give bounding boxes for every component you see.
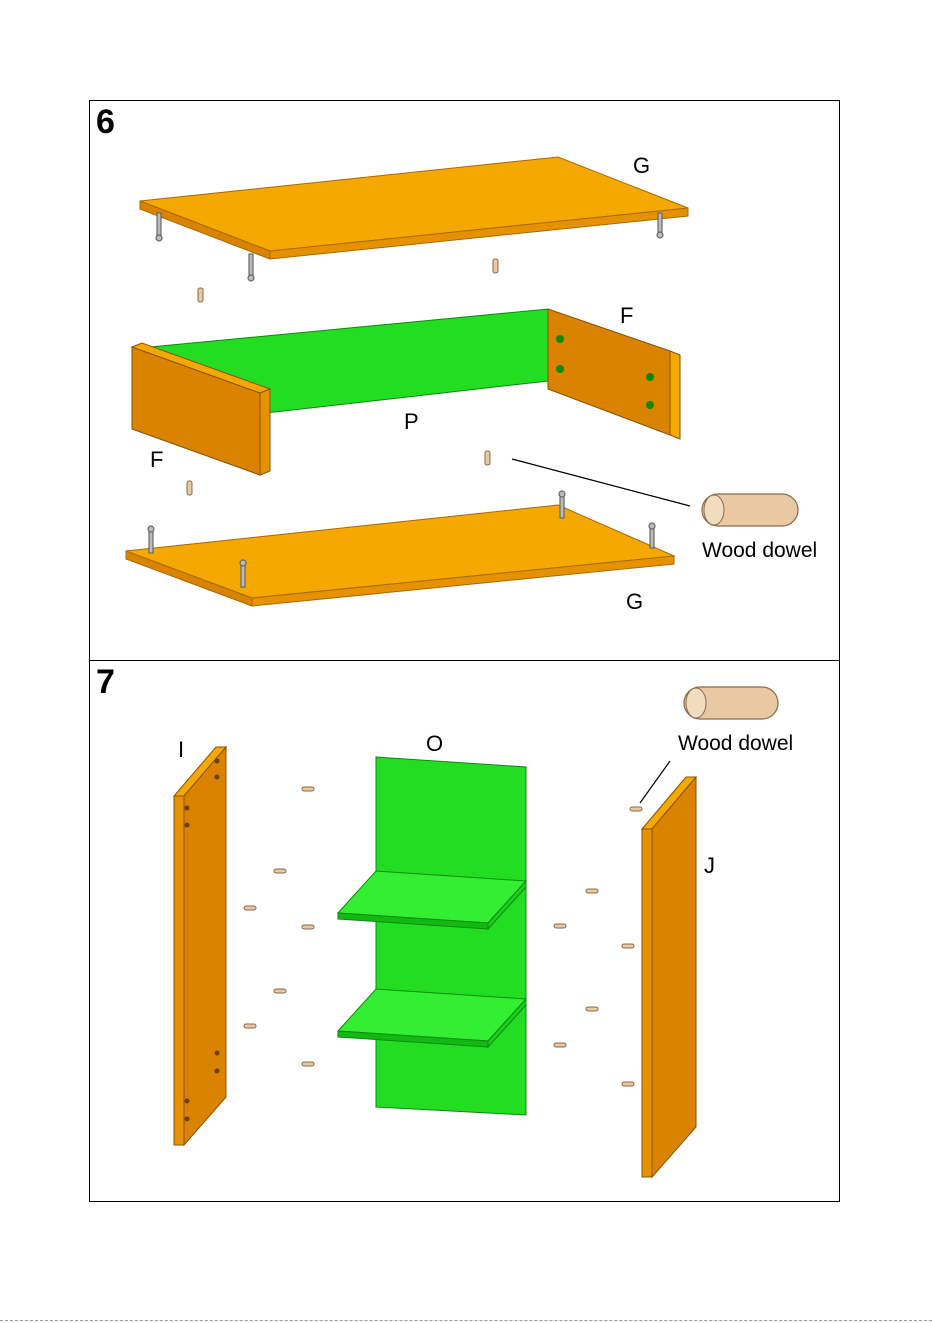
wood-dowel-icon xyxy=(702,494,798,526)
step-6-panel: 6 G P xyxy=(89,100,840,661)
label-g-top: G xyxy=(633,153,650,178)
right-side-f xyxy=(548,309,680,439)
label-f-left: F xyxy=(150,447,163,472)
center-panel-o xyxy=(338,757,526,1115)
bottom-panel-g xyxy=(126,491,674,606)
dowels-left xyxy=(244,787,314,1066)
label-o: O xyxy=(426,731,443,756)
right-panel-j xyxy=(642,777,696,1177)
label-f-right: F xyxy=(620,303,633,328)
wood-dowel-label: Wood dowel xyxy=(702,539,817,562)
step-6-diagram: G P F F xyxy=(90,101,841,662)
label-j: J xyxy=(704,853,715,878)
label-p: P xyxy=(404,409,419,434)
top-panel-g xyxy=(140,157,688,281)
dowels-right xyxy=(554,807,642,1086)
wood-dowel-label: Wood dowel xyxy=(678,732,793,755)
label-i: I xyxy=(178,737,184,762)
callout-line xyxy=(512,459,690,506)
callout-line xyxy=(640,761,670,803)
step-7-panel: 7 I xyxy=(89,660,840,1202)
step-7-diagram: I O xyxy=(90,661,841,1203)
wood-dowel-icon xyxy=(684,687,778,719)
page-edge-line xyxy=(0,1320,932,1321)
left-panel-i xyxy=(174,747,226,1145)
label-g-bottom: G xyxy=(626,589,643,614)
